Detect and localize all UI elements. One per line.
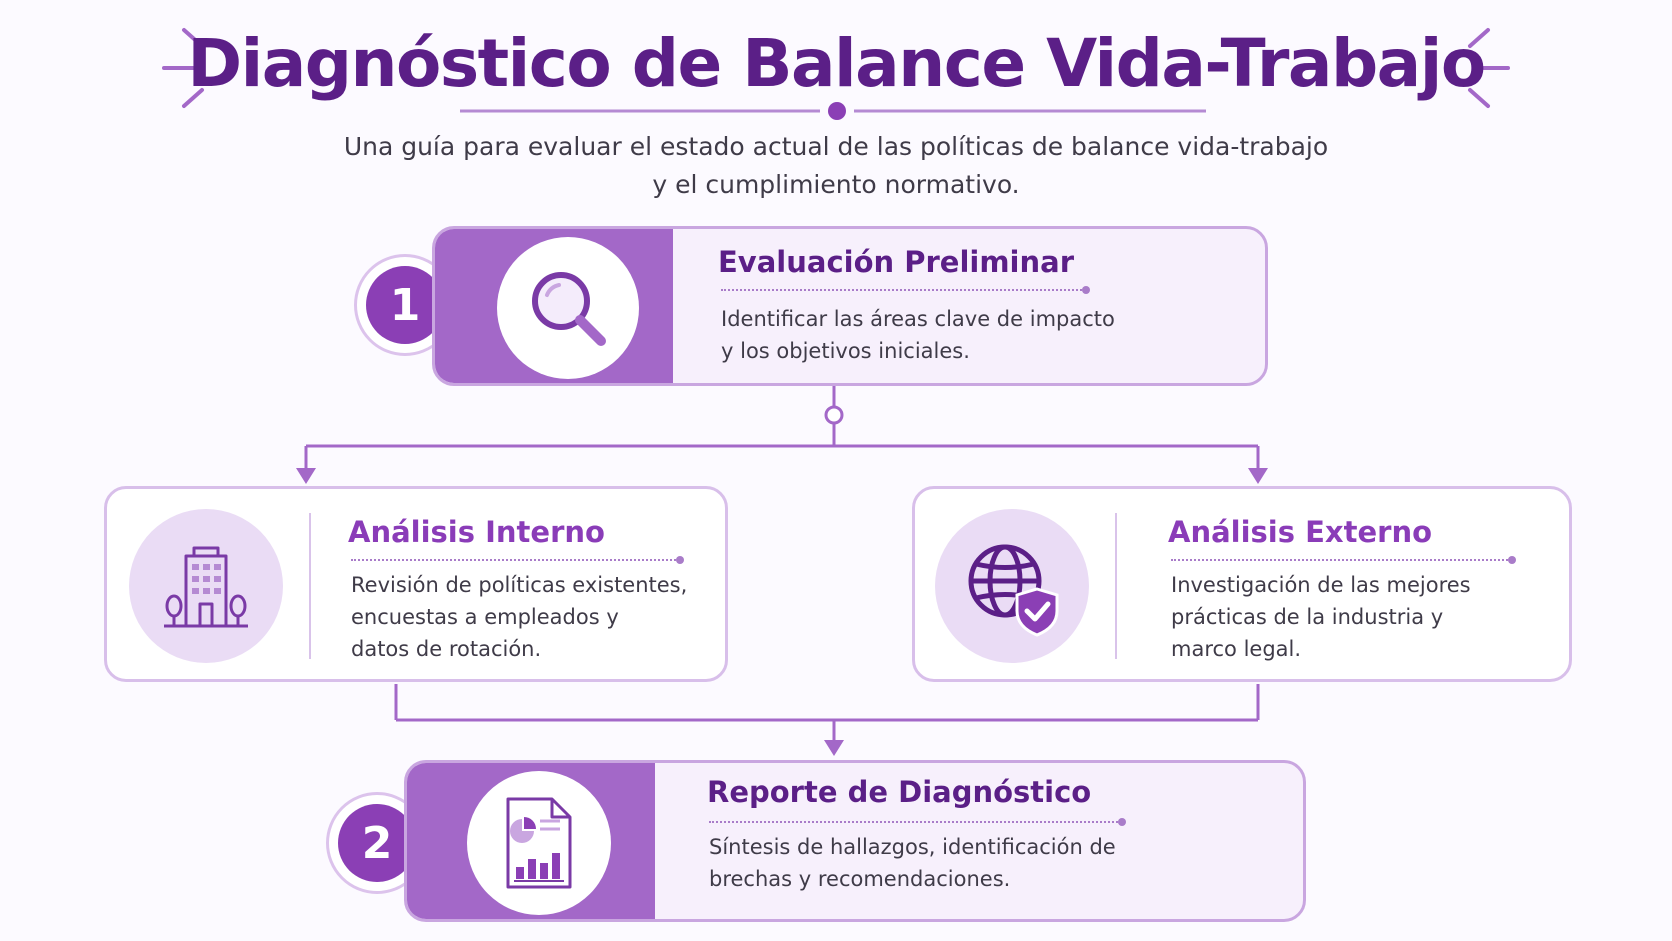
title-divider [1171, 556, 1516, 564]
subtitle-line-1: Una guía para evaluar el estado actual d… [343, 132, 1329, 161]
card-title: Análisis Externo [1168, 515, 1433, 549]
card-separator [1115, 513, 1117, 659]
card-analisis-interno: Análisis Interno Revisión de políticas e… [104, 486, 728, 682]
card-analisis-externo: Análisis Externo Investigación de las me… [912, 486, 1572, 682]
globe-shield-icon [935, 509, 1089, 663]
card-evaluacion-preliminar: Evaluación Preliminar Identificar las ár… [432, 226, 1268, 386]
right-spark-top [1468, 28, 1490, 48]
magnifying-glass-icon [497, 237, 639, 379]
step-1-badge: 1 [366, 266, 444, 344]
left-spark-bottom [182, 88, 204, 108]
office-building-icon [129, 509, 283, 663]
card-separator [309, 513, 311, 659]
page-title: Diagnóstico de Balance Vida-Trabajo [187, 25, 1486, 102]
card-title: Evaluación Preliminar [718, 245, 1075, 279]
left-spark-top [182, 28, 204, 48]
card-description: Identificar las áreas clave de impacto y… [721, 307, 1115, 363]
right-spark-bottom [1468, 88, 1490, 108]
title-underline-dot [828, 102, 846, 120]
subtitle-line-2: y el cumplimiento normativo. [652, 170, 1020, 199]
card-reporte-diagnostico: Reporte de Diagnóstico Síntesis de halla… [404, 760, 1306, 922]
title-divider [709, 818, 1126, 826]
step-2-badge: 2 [338, 804, 416, 882]
card-title: Reporte de Diagnóstico [707, 775, 1092, 809]
title-divider [721, 286, 1090, 294]
connector-node [824, 405, 844, 425]
connector-arrows [296, 468, 1268, 756]
card-description: Síntesis de hallazgos, identificación de… [709, 835, 1116, 891]
page-subtitle: Una guía para evaluar el estado actual d… [286, 128, 1386, 204]
report-document-icon [467, 771, 611, 915]
card-description: Revisión de políticas existentes, encues… [351, 573, 688, 661]
title-divider [351, 556, 684, 564]
card-title: Análisis Interno [348, 515, 605, 549]
flow-connectors [304, 386, 1260, 742]
card-description: Investigación de las mejores prácticas d… [1171, 573, 1471, 661]
